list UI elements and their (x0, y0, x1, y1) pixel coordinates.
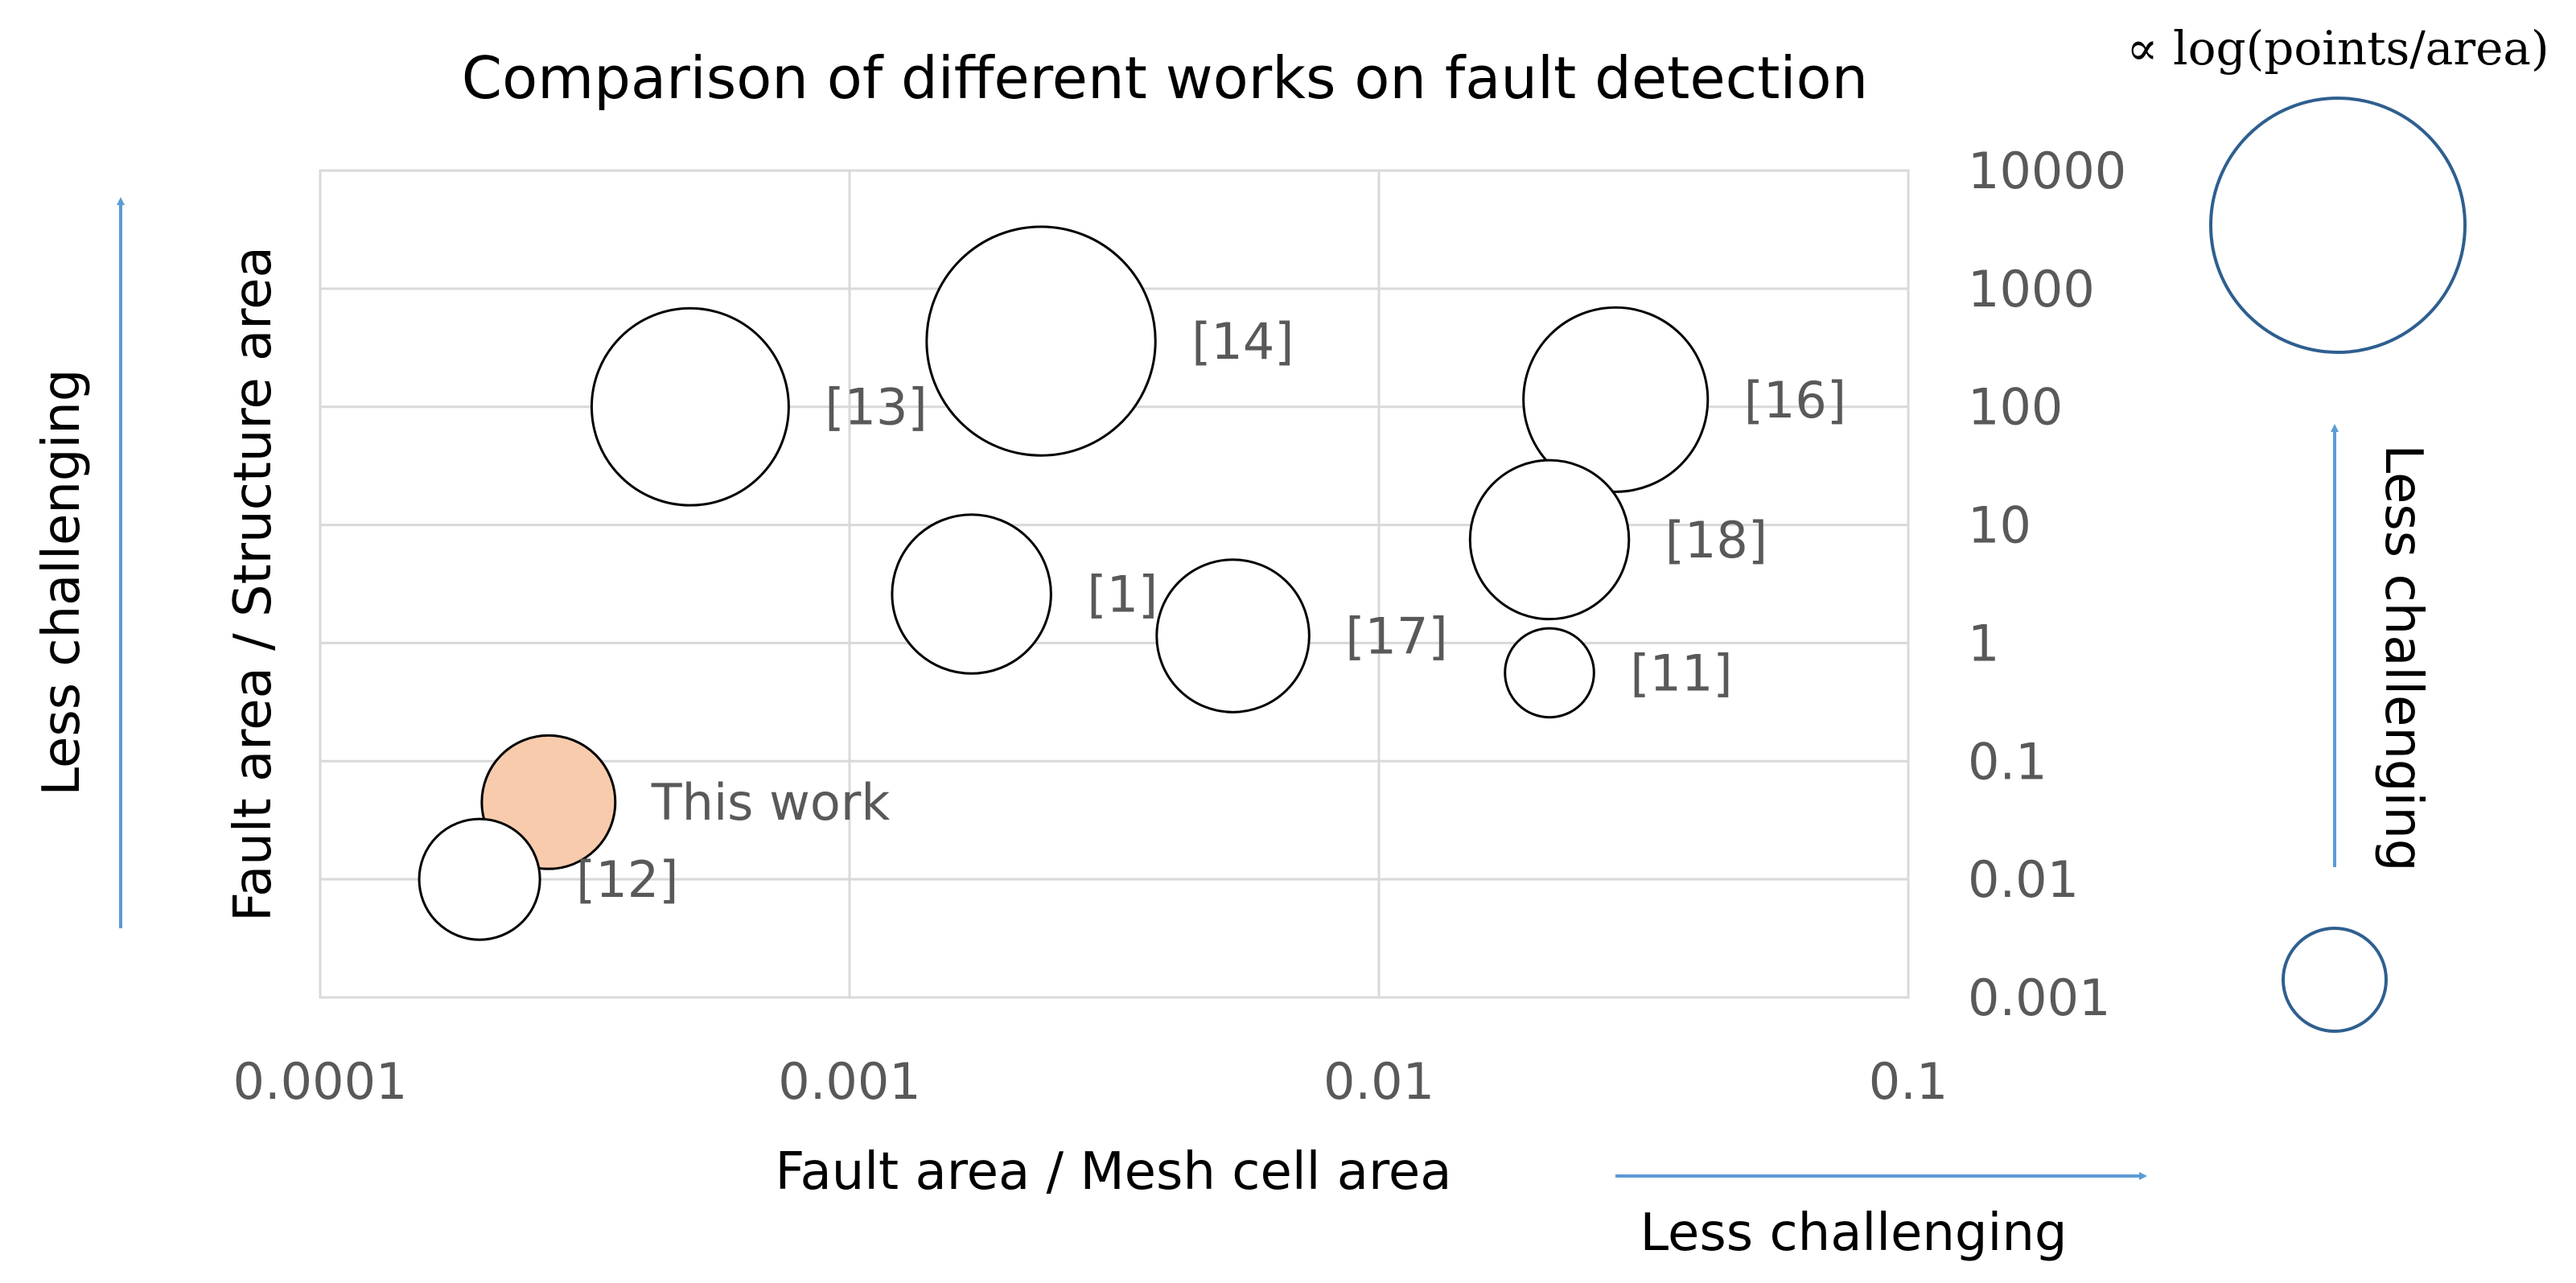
bubble-size-legend-large (2209, 97, 2467, 354)
x-direction-arrow-label: Less challenging (1640, 1203, 2068, 1263)
bubble-label-14: [14] (1191, 312, 1294, 371)
x-axis-label: Fault area / Mesh cell area (776, 1142, 1452, 1202)
bubble-size-legend-label: ∝ log(points/area) (2126, 21, 2549, 76)
bubble-12 (418, 817, 541, 941)
bubble-size-legend-arrow-label: Less challenging (2373, 445, 2433, 872)
y-direction-arrow-label: Less challenging (32, 369, 92, 796)
bubble-16 (1522, 306, 1710, 493)
y-tick-label-7: 10000 (1968, 142, 2126, 200)
bubble-13 (590, 306, 790, 507)
bubble-label-18: [18] (1665, 511, 1767, 570)
bubble-label-12: [12] (576, 850, 678, 909)
bubble-label-this-work: This work (651, 773, 891, 832)
bubble-label-13: [13] (825, 378, 927, 437)
x-axis-tick-labels: 0.0001 0.001 0.01 0.1 (233, 1052, 1948, 1111)
bubble-18 (1468, 459, 1631, 621)
y-tick-label-3: 1 (1968, 614, 1999, 672)
bubble-17 (1155, 558, 1311, 713)
x-tick-label-2: 0.01 (1323, 1052, 1434, 1111)
bubble-label-11: [11] (1630, 644, 1732, 702)
bubble-11 (1504, 627, 1595, 719)
bubble-label-17: [17] (1345, 607, 1447, 666)
y-tick-label-2: 0.1 (1968, 732, 2047, 791)
y-axis-label: Fault area / Structure area (224, 246, 283, 922)
x-tick-label-1: 0.001 (778, 1052, 921, 1111)
y-tick-label-1: 0.01 (1968, 850, 2079, 909)
bubble-size-legend-small (2282, 927, 2388, 1033)
bubble-1 (891, 513, 1052, 675)
y-tick-label-5: 100 (1968, 378, 2063, 437)
bubble-label-1: [1] (1087, 565, 1158, 623)
chart-title: Comparison of different works on fault d… (462, 44, 1868, 112)
bubble-series: [13] [14] [16] [18] [1] [17] [11] This work [12] (418, 225, 1846, 941)
y-tick-label-4: 10 (1968, 496, 2031, 555)
y-tick-label-0: 0.001 (1968, 968, 2111, 1027)
x-tick-label-0: 0.0001 (233, 1052, 408, 1111)
bubble-14 (925, 225, 1157, 457)
y-axis-tick-labels: 0.001 0.01 0.1 1 10 100 1000 10000 (1968, 142, 2126, 1027)
y-tick-label-6: 1000 (1968, 260, 2095, 319)
bubble-label-16: [16] (1744, 371, 1846, 430)
plot-area-frame (319, 169, 1910, 999)
x-tick-label-3: 0.1 (1869, 1052, 1948, 1111)
